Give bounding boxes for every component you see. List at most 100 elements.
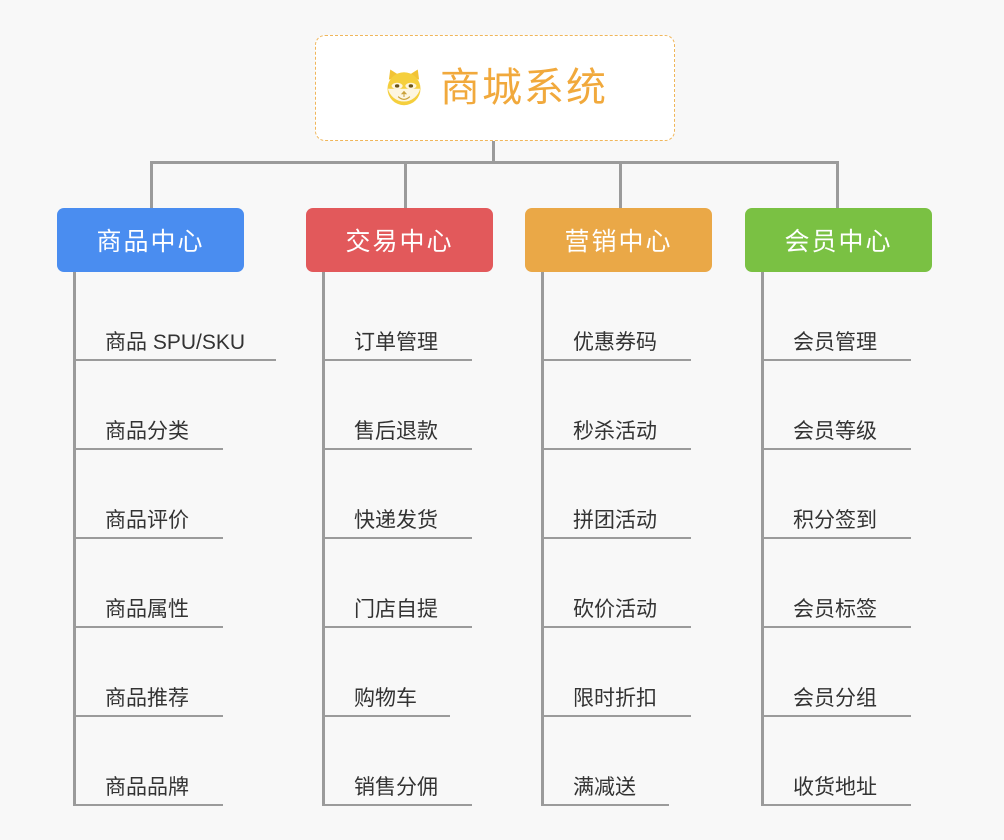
connector-drop-3 — [619, 161, 622, 209]
leaf-item[interactable]: 优惠券码 — [525, 272, 755, 361]
connector-drop-4 — [836, 161, 839, 209]
leaf-item-rule — [73, 537, 223, 539]
category-header-3-label: 营销中心 — [564, 228, 673, 256]
leaf-item-label: 商品 SPU/SKU — [105, 331, 246, 354]
leaf-item-rule — [541, 804, 669, 806]
category-column-交易中心: 交易中心 订单管理 售后退款 快递发货 门店自提 购物车 — [306, 208, 536, 806]
leaf-item[interactable]: 商品推荐 — [57, 628, 307, 717]
column-trunk-2 — [322, 272, 325, 806]
leaf-item-label: 订单管理 — [354, 331, 438, 354]
leaf-list-3: 优惠券码 秒杀活动 拼团活动 砍价活动 限时折扣 满减送 — [525, 272, 755, 806]
leaf-item-rule — [322, 537, 472, 539]
leaf-item-label: 收货地址 — [793, 776, 877, 799]
leaf-item-label: 商品推荐 — [105, 687, 189, 710]
leaf-item-rule — [541, 715, 691, 717]
connector-drop-1 — [150, 161, 153, 209]
category-column-商品中心: 商品中心 商品 SPU/SKU 商品分类 商品评价 商品属性 商品推荐 — [57, 208, 307, 806]
connector-drop-2 — [404, 161, 407, 209]
leaf-item-label: 会员管理 — [793, 331, 877, 354]
leaf-item-rule — [73, 804, 223, 806]
root-node-content: 商城系统 — [382, 66, 608, 110]
leaf-item[interactable]: 拼团活动 — [525, 450, 755, 539]
leaf-item[interactable]: 收货地址 — [745, 717, 975, 806]
leaf-item-rule — [761, 804, 911, 806]
leaf-item-rule — [73, 359, 276, 361]
leaf-item-rule — [541, 448, 691, 450]
leaf-item-label: 满减送 — [573, 776, 636, 799]
leaf-item[interactable]: 销售分佣 — [306, 717, 536, 806]
leaf-item[interactable]: 商品品牌 — [57, 717, 307, 806]
leaf-item-rule — [322, 359, 472, 361]
leaf-item[interactable]: 会员分组 — [745, 628, 975, 717]
leaf-list-4: 会员管理 会员等级 积分签到 会员标签 会员分组 收货地址 — [745, 272, 975, 806]
leaf-item[interactable]: 砍价活动 — [525, 539, 755, 628]
leaf-item-rule — [322, 804, 472, 806]
category-column-营销中心: 营销中心 优惠券码 秒杀活动 拼团活动 砍价活动 限时折扣 — [525, 208, 755, 806]
category-column-会员中心: 会员中心 会员管理 会员等级 积分签到 会员标签 会员分组 — [745, 208, 975, 806]
leaf-item[interactable]: 秒杀活动 — [525, 361, 755, 450]
leaf-item-rule — [761, 537, 911, 539]
leaf-item-label: 会员标签 — [793, 598, 877, 621]
leaf-item[interactable]: 快递发货 — [306, 450, 536, 539]
column-trunk-4 — [761, 272, 764, 806]
column-trunk-1 — [73, 272, 76, 806]
category-header-2[interactable]: 交易中心 — [306, 208, 493, 272]
leaf-item-label: 拼团活动 — [573, 509, 657, 532]
leaf-item[interactable]: 积分签到 — [745, 450, 975, 539]
leaf-item[interactable]: 订单管理 — [306, 272, 536, 361]
root-node-label: 商城系统 — [440, 66, 608, 110]
leaf-item-label: 限时折扣 — [573, 687, 657, 710]
leaf-item[interactable]: 商品分类 — [57, 361, 307, 450]
leaf-item-label: 砍价活动 — [573, 598, 657, 621]
leaf-item-label: 秒杀活动 — [573, 420, 657, 443]
leaf-item-rule — [322, 448, 472, 450]
leaf-item-label: 优惠券码 — [573, 331, 657, 354]
leaf-item-label: 销售分佣 — [354, 776, 438, 799]
leaf-item-label: 商品评价 — [105, 509, 189, 532]
leaf-item-label: 购物车 — [354, 687, 417, 710]
leaf-item-label: 商品属性 — [105, 598, 189, 621]
leaf-item-rule — [541, 626, 691, 628]
leaf-item[interactable]: 商品 SPU/SKU — [57, 272, 307, 361]
leaf-item[interactable]: 满减送 — [525, 717, 755, 806]
leaf-item[interactable]: 会员标签 — [745, 539, 975, 628]
leaf-item[interactable]: 商品属性 — [57, 539, 307, 628]
category-header-3[interactable]: 营销中心 — [525, 208, 712, 272]
category-header-1-label: 商品中心 — [96, 228, 205, 256]
leaf-item[interactable]: 限时折扣 — [525, 628, 755, 717]
leaf-item-label: 会员分组 — [793, 687, 877, 710]
leaf-item-rule — [761, 715, 911, 717]
leaf-item[interactable]: 售后退款 — [306, 361, 536, 450]
leaf-item-label: 会员等级 — [793, 420, 877, 443]
leaf-item[interactable]: 会员等级 — [745, 361, 975, 450]
leaf-item[interactable]: 商品评价 — [57, 450, 307, 539]
leaf-list-2: 订单管理 售后退款 快递发货 门店自提 购物车 销售分佣 — [306, 272, 536, 806]
leaf-item-rule — [761, 359, 911, 361]
leaf-item[interactable]: 门店自提 — [306, 539, 536, 628]
leaf-item-rule — [73, 626, 223, 628]
leaf-item-label: 商品分类 — [105, 420, 189, 443]
leaf-item-label: 门店自提 — [354, 598, 438, 621]
category-header-1[interactable]: 商品中心 — [57, 208, 244, 272]
leaf-item-rule — [322, 715, 450, 717]
leaf-item-label: 商品品牌 — [105, 776, 189, 799]
leaf-item[interactable]: 购物车 — [306, 628, 536, 717]
leaf-item-rule — [73, 448, 223, 450]
leaf-item-rule — [541, 359, 691, 361]
connector-root-stem — [492, 141, 495, 163]
category-header-4[interactable]: 会员中心 — [745, 208, 932, 272]
leaf-item-rule — [761, 448, 911, 450]
leaf-item-rule — [322, 626, 472, 628]
category-header-2-label: 交易中心 — [345, 228, 454, 256]
column-trunk-3 — [541, 272, 544, 806]
leaf-item-label: 快递发货 — [354, 509, 438, 532]
leaf-item[interactable]: 会员管理 — [745, 272, 975, 361]
root-node[interactable]: 商城系统 — [315, 35, 675, 141]
category-header-4-label: 会员中心 — [784, 228, 893, 256]
leaf-item-label: 售后退款 — [354, 420, 438, 443]
connector-horizontal-bus — [150, 161, 838, 164]
leaf-item-rule — [761, 626, 911, 628]
leaf-item-rule — [541, 537, 691, 539]
leaf-item-rule — [73, 715, 223, 717]
